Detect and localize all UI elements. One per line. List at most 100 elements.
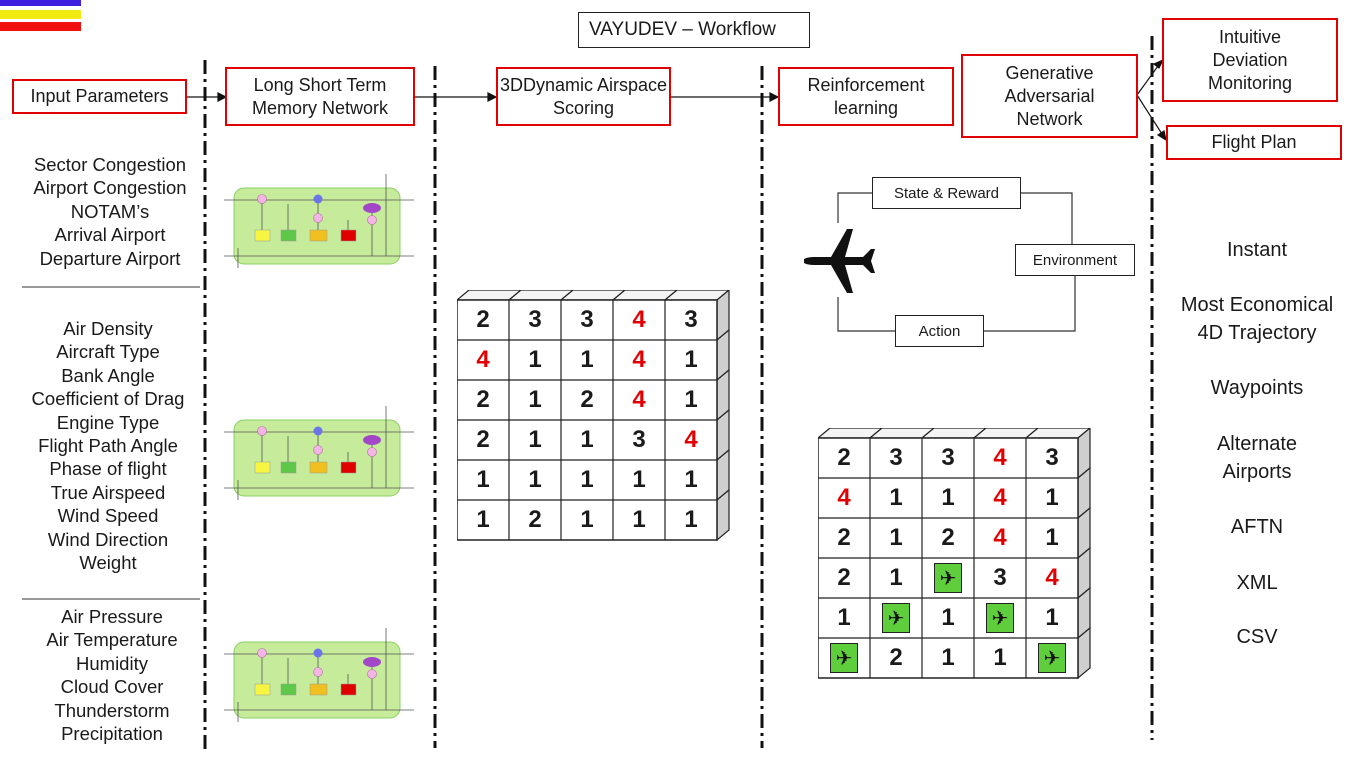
input-item: Wind Direction	[47, 528, 169, 550]
score-cell: 1	[941, 484, 955, 511]
score-cell: 1	[1045, 484, 1059, 511]
input-item: Phase of flight	[49, 458, 167, 480]
scoring-box: 3DDynamic Airspace Scoring	[496, 67, 671, 126]
score-cell: 4	[476, 346, 490, 373]
input-item: Coefficient of Drag	[31, 388, 185, 410]
score-cell: 1	[580, 346, 594, 373]
input-item: Flight Path Angle	[38, 435, 178, 457]
score-cell: 1	[476, 466, 490, 493]
reinforcement-learning-box: Reinforcement learning	[778, 67, 954, 126]
score-cell: 1	[993, 644, 1007, 671]
score-cell: 4	[993, 524, 1007, 551]
score-cell: 1	[1045, 524, 1059, 551]
score-cell: 1	[684, 466, 698, 493]
lstm-box: Long Short Term Memory Network	[225, 67, 415, 126]
plane-cell-icon: ✈	[922, 558, 974, 598]
plane-cell-icon: ✈	[1026, 638, 1078, 678]
input-item: Cloud Cover	[60, 676, 164, 698]
score-cell: 1	[889, 524, 903, 551]
output-item: XML	[1236, 572, 1278, 594]
score-cell: 1	[1045, 604, 1059, 631]
stripe-red	[0, 22, 81, 31]
score-cell: 2	[476, 306, 490, 333]
input-item: Departure Airport	[39, 247, 181, 269]
score-cell: 1	[941, 604, 955, 631]
score-cell: 3	[889, 444, 903, 471]
input-item: Thunderstorm	[54, 699, 170, 721]
lstm-cell-diagram	[224, 628, 414, 722]
score-cell: 1	[684, 346, 698, 373]
grid-frame	[457, 290, 730, 542]
lstm-cell-diagram	[224, 406, 414, 500]
input-item: Air Density	[63, 318, 153, 339]
score-cell: 1	[632, 506, 646, 533]
score-cell: 1	[528, 466, 542, 493]
input-item: Sector Congestion	[33, 154, 187, 175]
score-cell: 3	[993, 564, 1007, 591]
input-item: Bank Angle	[61, 364, 155, 386]
rl-loop-lines	[837, 192, 1076, 332]
score-cell: 2	[941, 524, 955, 551]
score-cell: 3	[1045, 444, 1059, 471]
input-item: Weight	[79, 552, 137, 574]
plane-cell-badge: ✈	[934, 563, 962, 593]
score-cell: 1	[684, 386, 698, 413]
score-cell: 1	[580, 466, 594, 493]
score-cell: 1	[889, 484, 903, 511]
score-cell: 1	[632, 466, 646, 493]
plane-cell-icon: ✈	[818, 638, 870, 678]
score-cell: 2	[837, 524, 851, 551]
input-item: Aircraft Type	[56, 341, 160, 363]
score-cell: 3	[580, 306, 594, 333]
score-cell: 4	[684, 426, 698, 453]
input-item: Air Temperature	[46, 629, 178, 651]
input-parameters-box: Input Parameters	[12, 79, 187, 114]
score-cell: 4	[993, 444, 1007, 471]
score-cell: 3	[941, 444, 955, 471]
score-cell: 1	[528, 386, 542, 413]
plane-cell-badge: ✈	[986, 603, 1014, 633]
output-item: Waypoints	[1210, 377, 1304, 399]
gan-box: Generative Adversarial Network	[961, 54, 1138, 138]
score-cell: 2	[476, 426, 490, 453]
input-item: Engine Type	[56, 411, 160, 433]
plane-cell-badge: ✈	[882, 603, 910, 633]
lstm-cell-diagram	[224, 174, 414, 268]
score-cell: 4	[632, 386, 646, 413]
input-item: True Airspeed	[50, 481, 166, 503]
airplane-icon	[804, 229, 875, 293]
input-item: Arrival Airport	[54, 224, 166, 246]
input-item: Airport Congestion	[33, 177, 187, 199]
plane-cell-badge: ✈	[830, 643, 858, 673]
plane-cell-icon: ✈	[870, 598, 922, 638]
score-cell: 2	[889, 644, 903, 671]
output-item: AFTN	[1230, 516, 1284, 538]
page-title: VAYUDEV – Workflow	[578, 12, 810, 48]
input-group-aircraft: Air Density Aircraft Type Bank Angle Coe…	[8, 317, 208, 574]
score-cell: 3	[684, 306, 698, 333]
score-cell: 3	[632, 426, 646, 453]
state-reward-box: State & Reward	[872, 177, 1021, 209]
stripe-yellow	[0, 10, 81, 19]
stripe-blue	[0, 0, 81, 6]
monitoring-box: Intuitive Deviation Monitoring	[1162, 18, 1338, 102]
score-cell: 3	[528, 306, 542, 333]
score-cell: 2	[528, 506, 542, 533]
score-cell: 1	[476, 506, 490, 533]
score-cell: 4	[632, 306, 646, 333]
score-cell: 1	[528, 346, 542, 373]
score-cell: 4	[993, 484, 1007, 511]
plane-cell-icon: ✈	[974, 598, 1026, 638]
score-cell: 4	[632, 346, 646, 373]
score-cell: 1	[837, 604, 851, 631]
score-cell: 1	[684, 506, 698, 533]
score-cell: 2	[580, 386, 594, 413]
input-group-traffic: Sector Congestion Airport Congestion NOT…	[10, 153, 210, 270]
action-box: Action	[895, 315, 984, 347]
score-cell: 4	[1045, 564, 1059, 591]
score-cell: 2	[476, 386, 490, 413]
